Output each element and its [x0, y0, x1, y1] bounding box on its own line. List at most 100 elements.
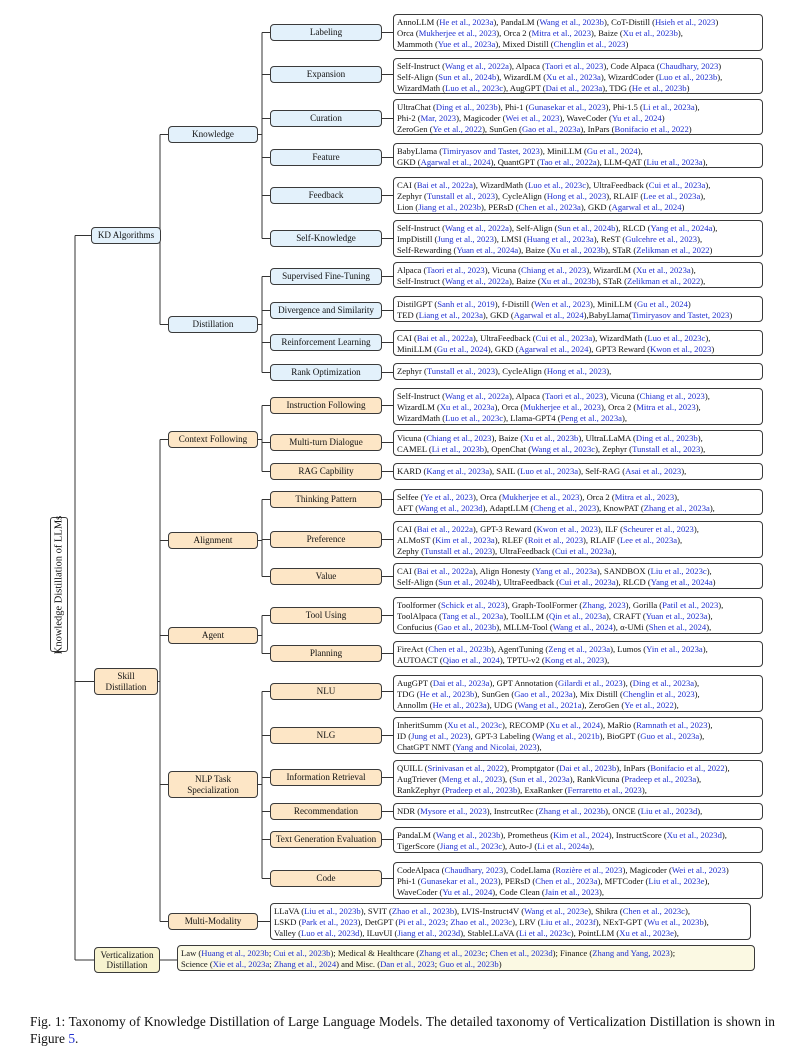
citation-link[interactable]: Tunstall et al., 2023 — [632, 443, 701, 454]
citation-link[interactable]: Sanh et al., 2019 — [437, 299, 495, 309]
citation-link[interactable]: Yu et al., 2024 — [442, 886, 493, 897]
citation-link[interactable]: Kong et al., 2023 — [544, 654, 605, 665]
citation-link[interactable]: Mukherjee et al., 2023 — [501, 492, 580, 502]
citation-link[interactable]: Qin et al., 2023a — [549, 610, 607, 621]
citation-link[interactable]: Park et al., 2023 — [301, 916, 358, 927]
citation-link[interactable]: Tunstall et al., 2023 — [426, 190, 496, 201]
citation-link[interactable]: Tang et al., 2023a — [441, 610, 504, 621]
citation-link[interactable]: Xu et al., 2023d — [666, 830, 722, 840]
citation-link[interactable]: Pi et al., 2023 — [398, 916, 446, 927]
citation-link[interactable]: Liu et al., 2023a — [646, 156, 703, 167]
citation-link[interactable]: Jiang et al., 2023c — [439, 840, 503, 851]
citation-link[interactable]: Roit et al., 2023 — [527, 534, 584, 545]
citation-link[interactable]: Jiang et al., 2023b — [418, 201, 482, 212]
citation-link[interactable]: Yu et al., 2024 — [611, 112, 662, 123]
citation-link[interactable]: Gilardi et al., 2023 — [558, 678, 623, 688]
citation-link[interactable]: Chaudhary, 2023 — [659, 61, 719, 71]
citation-link[interactable]: Chenglin et al., 2023 — [553, 38, 626, 49]
citation-link[interactable]: Cui et al., 2023a — [648, 180, 706, 190]
citation-link[interactable]: Xu et al., 2023b — [622, 27, 678, 38]
citation-link[interactable]: Zhao et al., 2023b — [391, 906, 455, 916]
citation-link[interactable]: Chenglin et al., 2023 — [622, 688, 695, 699]
citation-link[interactable]: Kwon et al., 2023 — [650, 343, 712, 354]
citation-link[interactable]: Taori et al., 2023 — [426, 265, 485, 275]
citation-link[interactable]: Dai et al., 2023a — [432, 678, 490, 688]
citation-link[interactable]: Zhao et al., 2023c — [450, 916, 513, 927]
citation-link[interactable]: Wang et al., 2024 — [552, 621, 613, 632]
citation-link[interactable]: Hsieh et al., 2023 — [654, 17, 716, 27]
citation-link[interactable]: Wu et al., 2023b — [647, 916, 704, 927]
citation-link[interactable]: Dai et al., 2023a — [545, 82, 603, 93]
citation-link[interactable]: Yue et al., 2023a — [437, 38, 496, 49]
citation-link[interactable]: Liang et al., 2023a — [418, 309, 483, 320]
citation-link[interactable]: Wei et al., 2023 — [505, 112, 560, 123]
citation-link[interactable]: Guo et al., 2023b — [439, 958, 499, 969]
citation-link[interactable]: Cui et al., 2023a — [535, 333, 593, 343]
citation-link[interactable]: Luo et al., 2023c — [647, 333, 706, 343]
citation-link[interactable]: Luo et al., 2023c — [445, 412, 504, 423]
citation-link[interactable]: Ding et al., 2023b — [635, 433, 698, 443]
citation-link[interactable]: Chen et al., 2023b — [428, 644, 492, 654]
citation-link[interactable]: Ferraretto et al., 2023 — [567, 784, 642, 795]
citation-link[interactable]: Yang et al., 2024a — [650, 576, 713, 587]
citation-link[interactable]: Xu et al., 2023a — [546, 71, 601, 82]
citation-link[interactable]: Bai et al., 2022a — [416, 333, 473, 343]
citation-link[interactable]: Chaudhary, 2023 — [444, 865, 504, 875]
citation-link[interactable]: Xu et al., 2023e — [619, 927, 674, 938]
citation-link[interactable]: Yuan et al., 2023a — [645, 610, 708, 621]
citation-link[interactable]: Gu et al., 2024 — [637, 299, 688, 309]
citation-link[interactable]: Dan et al., 2023 — [380, 958, 435, 969]
citation-link[interactable]: Gao et al., 2023a — [521, 123, 581, 134]
citation-link[interactable]: Dai et al., 2023b — [559, 763, 617, 773]
citation-link[interactable]: Luo et al., 2023c — [528, 180, 587, 190]
citation-link[interactable]: Pradeep et al., 2023b — [444, 784, 518, 795]
citation-link[interactable]: Wang et al., 2023c — [531, 443, 596, 454]
citation-link[interactable]: Wang et al., 2021b — [535, 730, 600, 741]
citation-link[interactable]: Tao et al., 2022a — [539, 156, 597, 167]
citation-link[interactable]: Xu et al., 2023a — [636, 265, 691, 275]
citation-link[interactable]: Li et al., 2024a — [537, 840, 590, 851]
citation-link[interactable]: Xu et al., 2024 — [549, 720, 601, 730]
citation-link[interactable]: Yin et al., 2023a — [646, 644, 703, 654]
citation-link[interactable]: He et al., 2023b — [631, 82, 687, 93]
citation-link[interactable]: Scheurer et al., 2023 — [622, 524, 694, 534]
citation-link[interactable]: Shen et al., 2024 — [648, 621, 707, 632]
citation-link[interactable]: Gao et al., 2023a — [514, 688, 573, 699]
citation-link[interactable]: Luo et al., 2023b — [658, 71, 718, 82]
citation-link[interactable]: Ye et al., 2022 — [432, 123, 483, 134]
citation-link[interactable]: Bai et al., 2022a — [416, 524, 473, 534]
citation-link[interactable]: Meng et al., 2023 — [441, 773, 503, 784]
citation-link[interactable]: Gu et al., 2024 — [586, 146, 638, 156]
citation-link[interactable]: Agarwal et al., 2024 — [518, 343, 589, 354]
citation-link[interactable]: Sun et al., 2024b — [438, 576, 497, 587]
citation-link[interactable]: Tunstall et al., 2023 — [426, 366, 496, 376]
citation-link[interactable]: Ye et al., 2023 — [423, 492, 473, 502]
citation-link[interactable]: Zhang et al., 2023c — [419, 948, 486, 958]
citation-link[interactable]: Sun et al., 2024b — [557, 223, 616, 233]
citation-link[interactable]: Agarwal et al., 2024 — [611, 201, 682, 212]
citation-link[interactable]: Chen et al., 2023a — [518, 201, 581, 212]
caption-figure-ref[interactable]: 5 — [68, 1031, 76, 1046]
citation-link[interactable]: Kwon et al., 2023 — [536, 524, 598, 534]
citation-link[interactable]: Chen et al., 2023d — [489, 948, 553, 958]
citation-link[interactable]: Hong et al., 2023 — [546, 366, 607, 376]
citation-link[interactable]: Zelikman et al., 2022 — [636, 244, 710, 255]
citation-link[interactable]: Wang et al., 2022a — [444, 391, 509, 401]
citation-link[interactable]: Liu et al., 2023f — [540, 916, 596, 927]
citation-link[interactable]: Xu et al., 2023a — [439, 401, 495, 412]
citation-link[interactable]: Srinivasan et al., 2022 — [427, 763, 505, 773]
citation-link[interactable]: Sun et al., 2023a — [512, 773, 570, 784]
citation-link[interactable]: Xu et al., 2023b — [549, 244, 606, 255]
citation-link[interactable]: Zhang et al., 2023a — [643, 502, 710, 513]
citation-link[interactable]: Cui et al., 2023b — [273, 948, 331, 958]
citation-link[interactable]: Mukherjee et al., 2023 — [418, 27, 497, 38]
citation-link[interactable]: Taori et al., 2023 — [544, 61, 604, 71]
citation-link[interactable]: Wang et al., 2022a — [444, 275, 509, 286]
citation-link[interactable]: Kim et al., 2023a — [435, 534, 495, 545]
citation-link[interactable]: Li et al., 2023c — [518, 927, 571, 938]
citation-link[interactable]: Chiang et al., 2023 — [521, 265, 587, 275]
citation-link[interactable]: Wang et al., 2021a — [517, 699, 582, 710]
citation-link[interactable]: Zhang et al., 2023b — [538, 806, 606, 816]
citation-link[interactable]: Agarwal et al., 2024 — [513, 309, 584, 320]
citation-link[interactable]: Bai et al., 2022a — [416, 566, 473, 576]
